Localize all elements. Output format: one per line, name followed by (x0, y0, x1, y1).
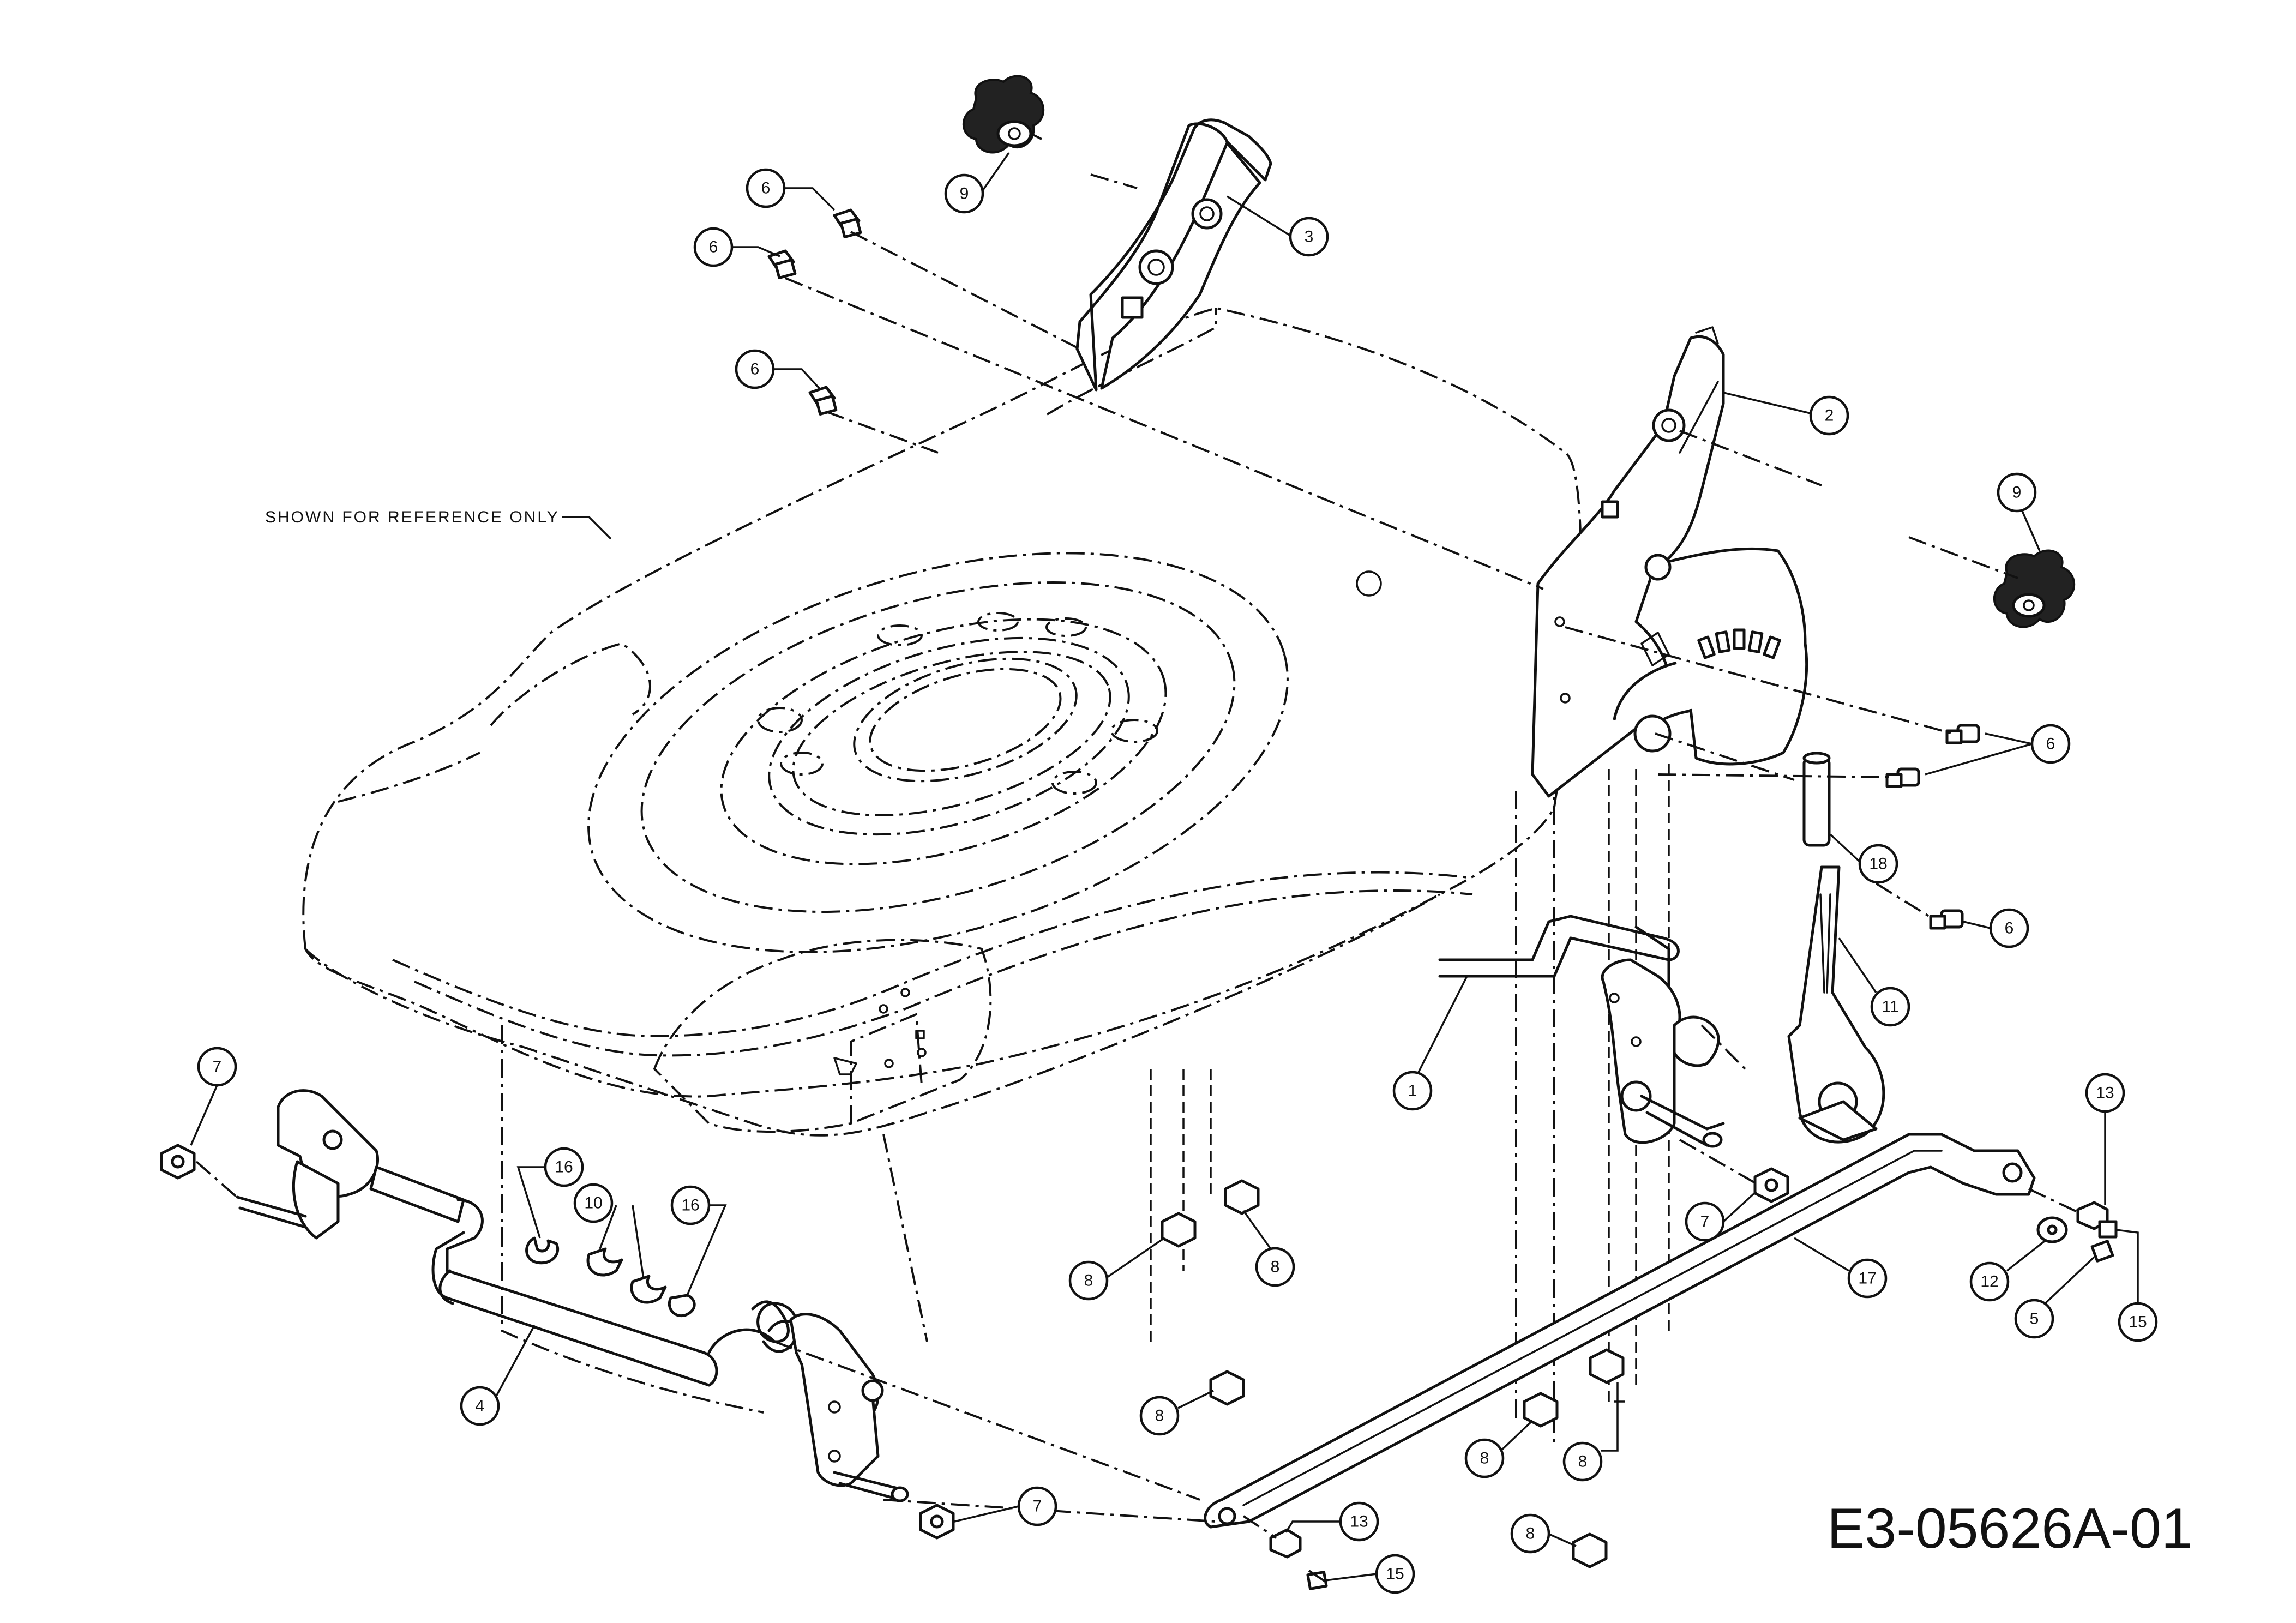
adjust-lever-11 (1787, 865, 1885, 1144)
nuts (160, 1144, 2118, 1590)
callout-16-a: 16 (516, 1147, 584, 1239)
svg-text:17: 17 (1858, 1270, 1876, 1288)
callout-8-b: 8 (1242, 1210, 1295, 1287)
rear-axle-1 (1438, 915, 1725, 1148)
left-handle-bracket-3 (1075, 118, 1272, 392)
svg-text:12: 12 (1980, 1273, 1998, 1291)
mower-deck (302, 306, 1670, 1445)
svg-text:6: 6 (709, 238, 718, 256)
callout-8-f: 8 (1510, 1513, 1577, 1554)
svg-text:15: 15 (1386, 1565, 1404, 1583)
pin-18 (1802, 752, 1831, 847)
callout-6-e: 6 (1963, 908, 2029, 948)
svg-text:5: 5 (2030, 1310, 2039, 1328)
svg-text:7: 7 (213, 1058, 222, 1076)
callout-8-e: 8 (1562, 1382, 1619, 1482)
svg-text:8: 8 (1155, 1407, 1164, 1425)
callout-12: 12 (1969, 1240, 2046, 1302)
drawing-code: E3-05626A-01 (1827, 1497, 2193, 1560)
svg-text:7: 7 (1700, 1213, 1710, 1231)
front-axle-4 (236, 1089, 909, 1502)
callout-3: 3 (1227, 195, 1329, 257)
svg-text:16: 16 (555, 1158, 573, 1176)
callout-18: 18 (1829, 833, 1898, 884)
callout-7-left: 7 (190, 1047, 237, 1146)
svg-text:9: 9 (960, 185, 969, 203)
callout-9-right: 9 (1997, 472, 2041, 551)
callout-6-a: 6 (746, 168, 836, 211)
svg-text:18: 18 (1869, 855, 1887, 873)
svg-text:15: 15 (2129, 1313, 2147, 1331)
callout-9-top: 9 (944, 152, 1010, 214)
callout-13-right: 13 (2085, 1073, 2125, 1205)
svg-text:16: 16 (681, 1197, 699, 1215)
svg-text:7: 7 (1033, 1498, 1042, 1516)
bolts-6 (767, 208, 1980, 930)
svg-text:8: 8 (1271, 1258, 1280, 1276)
svg-text:6: 6 (2046, 735, 2055, 753)
callout-8-d: 8 (1464, 1420, 1534, 1478)
knob-9-top (962, 75, 1045, 154)
callout-17: 17 (1794, 1237, 1888, 1299)
reference-note-leader (562, 516, 612, 540)
callout-6-b: 6 (693, 227, 780, 267)
svg-text:11: 11 (1882, 998, 1898, 1016)
svg-text:10: 10 (584, 1194, 602, 1212)
link-rod-17 (1204, 1100, 2036, 1529)
svg-text:8: 8 (1480, 1450, 1489, 1468)
svg-text:3: 3 (1305, 228, 1314, 246)
svg-text:2: 2 (1825, 407, 1834, 425)
callout-11: 11 (1838, 937, 1910, 1027)
callout-10: 10 (573, 1183, 645, 1279)
svg-text:8: 8 (1526, 1525, 1535, 1543)
callout-13-bottom: 13 (1285, 1501, 1379, 1542)
callout-7-right: 7 (1685, 1191, 1757, 1242)
callout-6-c: 6 (735, 349, 822, 391)
svg-text:13: 13 (1350, 1513, 1368, 1531)
knob-9-right (1993, 549, 2076, 628)
callout-8-a: 8 (1068, 1237, 1165, 1301)
svg-text:8: 8 (1578, 1453, 1588, 1471)
svg-text:6: 6 (750, 360, 760, 378)
callout-8-c: 8 (1139, 1390, 1214, 1436)
callout-16-b: 16 (670, 1185, 727, 1296)
right-handle-bracket-2 (1531, 326, 1808, 798)
callout-1: 1 (1392, 976, 1468, 1111)
svg-text:13: 13 (2096, 1084, 2114, 1102)
svg-text:9: 9 (2012, 484, 2022, 502)
callout-5: 5 (2014, 1256, 2095, 1339)
svg-text:4: 4 (476, 1397, 485, 1415)
callouts: 9 6 6 6 3 2 9 (190, 152, 2158, 1594)
callout-6-d: 6 (1925, 724, 2071, 776)
callout-4: 4 (460, 1325, 536, 1426)
callout-7-bottom: 7 (954, 1486, 1057, 1526)
clips-16-10 (525, 1236, 696, 1318)
callout-2: 2 (1723, 392, 1849, 436)
reference-note: SHOWN FOR REFERENCE ONLY (265, 508, 560, 526)
svg-text:6: 6 (761, 179, 771, 197)
svg-text:8: 8 (1084, 1272, 1093, 1290)
callout-15-right: 15 (2115, 1229, 2158, 1342)
callout-15-bottom: 15 (1325, 1554, 1415, 1594)
svg-text:1: 1 (1408, 1082, 1417, 1100)
svg-text:6: 6 (2005, 919, 2014, 937)
assembly-lines (195, 133, 2081, 1583)
